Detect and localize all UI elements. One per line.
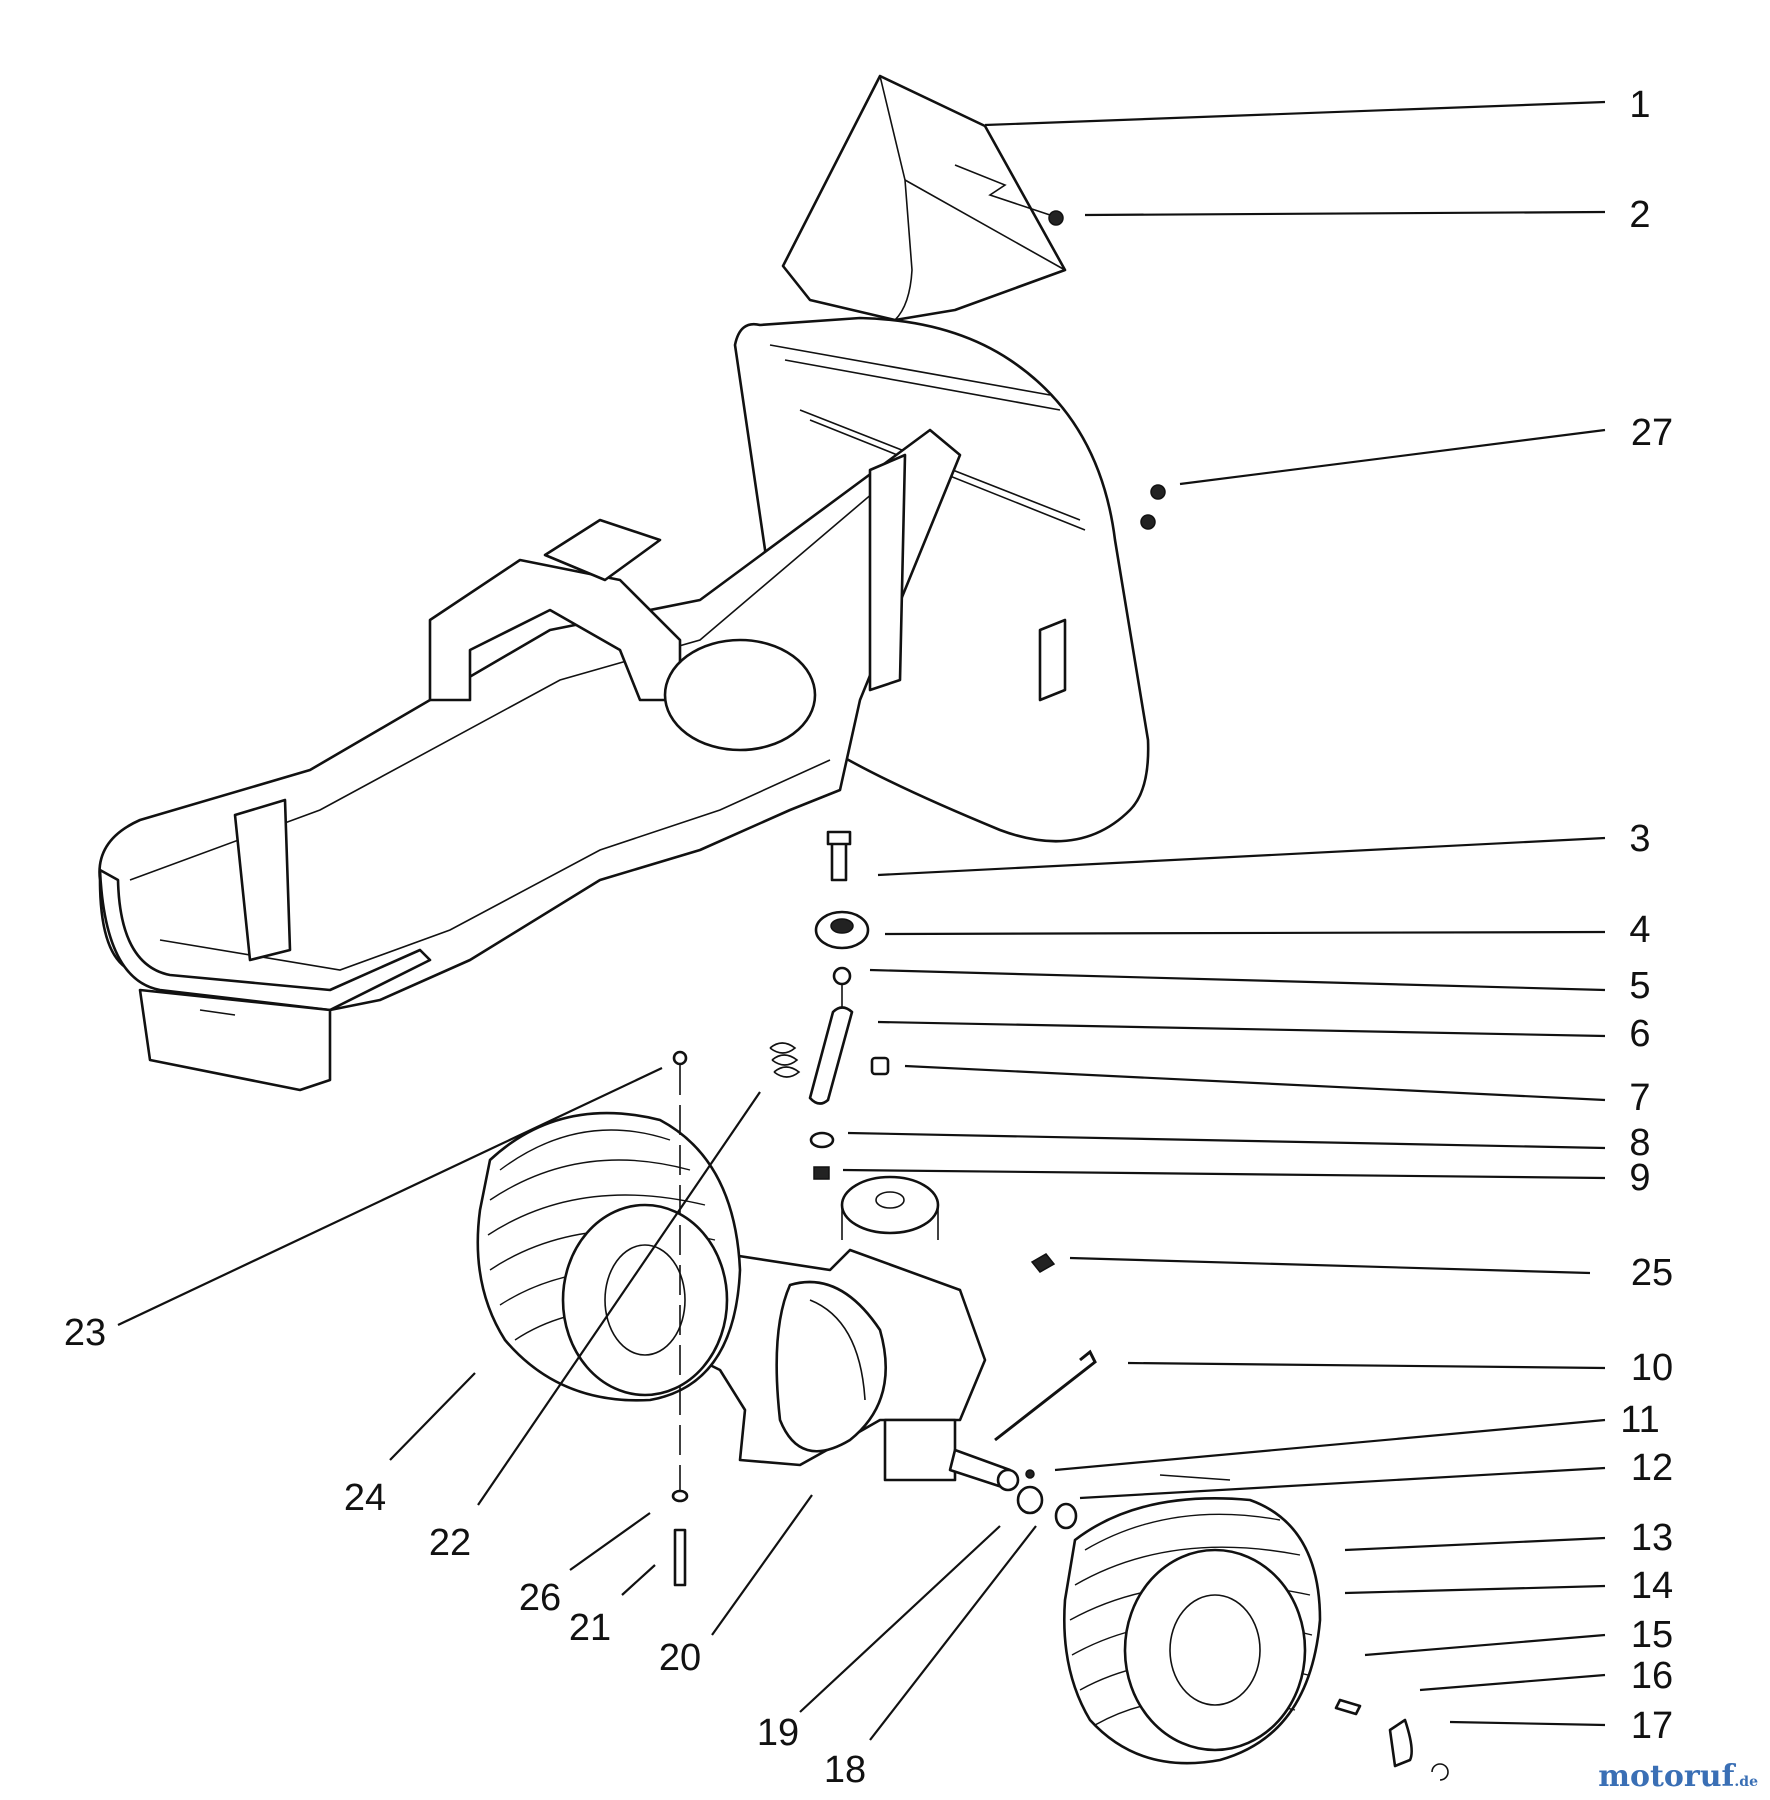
clip-25 <box>1030 1253 1056 1273</box>
callout-18: 18 <box>824 1749 866 1791</box>
callout-24: 24 <box>344 1477 386 1519</box>
nut-27b <box>1140 514 1156 530</box>
callout-22: 22 <box>429 1522 471 1564</box>
pin-21 <box>673 1528 687 1587</box>
spacer-5 <box>832 966 852 986</box>
watermark-text: motoruf <box>1598 1759 1735 1794</box>
callout-16: 16 <box>1631 1655 1673 1697</box>
cap-16 <box>1388 1718 1413 1768</box>
right-wheel <box>1063 1474 1322 1765</box>
bolt-path-2 <box>954 164 1051 216</box>
watermark-suffix: .de <box>1734 1774 1758 1790</box>
retainer-17 <box>1431 1763 1449 1781</box>
callout-27: 27 <box>1631 412 1673 454</box>
stud-15 <box>1334 1698 1362 1716</box>
nut-2 <box>1048 210 1064 226</box>
idler-arm-6 <box>808 1006 854 1105</box>
part-shield <box>781 74 1067 322</box>
callout-12: 12 <box>1631 1447 1673 1489</box>
key-11 <box>1025 1469 1035 1479</box>
callout-3: 3 <box>1629 818 1650 860</box>
callout-20: 20 <box>659 1637 701 1679</box>
callout-labels: 1 2 27 3 4 5 6 7 8 9 25 10 11 12 13 14 1… <box>64 84 1673 1791</box>
washer-19 <box>1016 1485 1044 1515</box>
callout-17: 17 <box>1631 1705 1673 1747</box>
nut-27a <box>1150 484 1166 500</box>
spring-22 <box>769 1042 801 1078</box>
watermark-logo: motoruf.de <box>1598 1759 1758 1794</box>
washer-8 <box>809 1131 835 1149</box>
callout-9: 9 <box>1629 1157 1650 1199</box>
nut-23 <box>672 1050 688 1066</box>
callout-11: 11 <box>1620 1399 1659 1441</box>
leader-lines <box>117 100 1606 1741</box>
bolt-3 <box>830 838 848 882</box>
nut-7 <box>870 1056 890 1076</box>
callout-13: 13 <box>1631 1517 1673 1559</box>
main-frame <box>98 428 1067 1092</box>
callout-26: 26 <box>519 1577 561 1619</box>
callout-7: 7 <box>1629 1077 1650 1119</box>
callout-15: 15 <box>1631 1614 1673 1656</box>
callout-10: 10 <box>1631 1347 1673 1389</box>
callout-2: 2 <box>1629 194 1650 236</box>
washer-26 <box>671 1489 689 1503</box>
washer-18 <box>1054 1502 1078 1530</box>
drive-pulley <box>840 1175 940 1235</box>
nut-9 <box>813 1166 830 1180</box>
rod-10 <box>994 1349 1097 1442</box>
idler-assembly <box>769 830 890 1180</box>
callout-19: 19 <box>757 1712 799 1754</box>
callout-23: 23 <box>64 1312 106 1354</box>
callout-4: 4 <box>1629 909 1650 951</box>
callout-5: 5 <box>1629 965 1650 1007</box>
callout-6: 6 <box>1629 1013 1650 1055</box>
callout-21: 21 <box>569 1607 611 1649</box>
callout-1: 1 <box>1629 84 1650 126</box>
callout-14: 14 <box>1631 1565 1673 1607</box>
left-wheel <box>476 1111 742 1402</box>
callout-25: 25 <box>1631 1252 1673 1294</box>
callout-8: 8 <box>1629 1122 1650 1164</box>
